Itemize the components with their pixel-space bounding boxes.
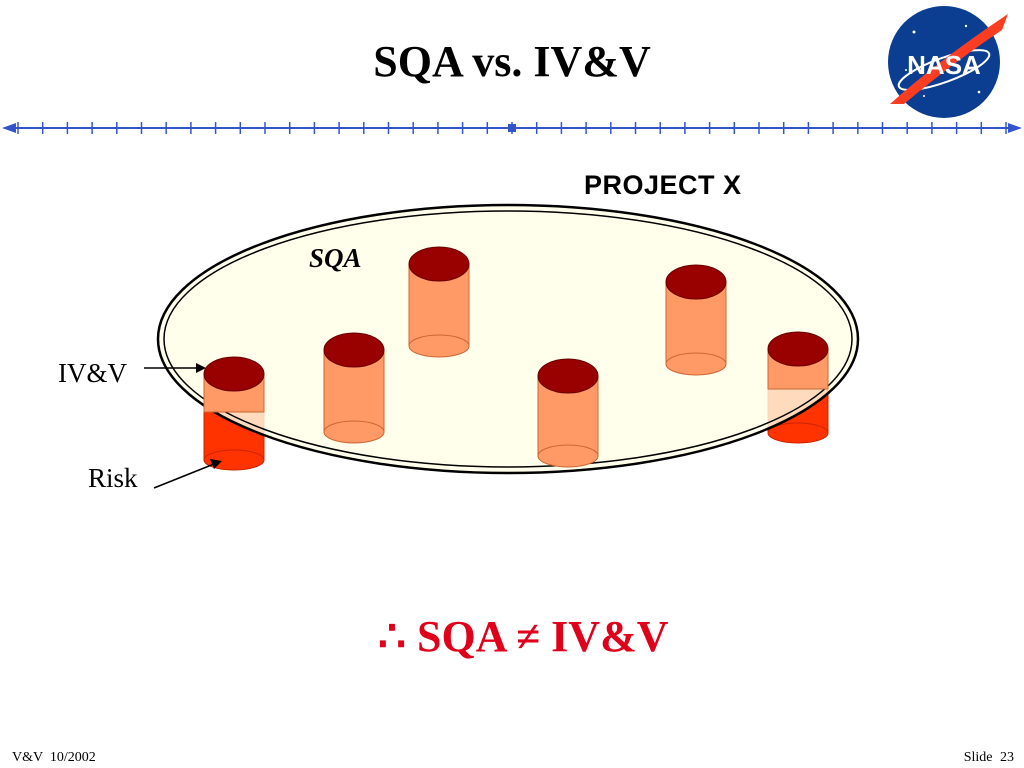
footer-date: V&V 10/2002	[12, 750, 96, 765]
footer-slide-value: 23	[1000, 750, 1014, 765]
project-x-label: PROJECT X	[584, 170, 742, 200]
nasa-logo: NASA	[888, 6, 1008, 118]
cylinder-sqa-3	[537, 358, 599, 468]
conclusion-statement: ∴ SQA ≠ IV&V	[378, 612, 669, 661]
sqa-label: SQA	[309, 243, 362, 273]
star-icon	[912, 30, 916, 34]
ivv-label: IV&V	[58, 358, 127, 388]
cylinder-ivv-left-top	[203, 356, 265, 413]
project-x-ellipse	[156, 203, 860, 475]
red-chevron-icon	[890, 14, 1008, 104]
slide-title: SQA vs. IV&V	[373, 37, 651, 86]
cylinder-sqa-2	[323, 332, 385, 444]
cylinder-sqa-4	[665, 264, 727, 376]
risk-callout-arrow	[153, 459, 222, 489]
title-divider-ruler	[2, 122, 1022, 134]
arrow-left-icon	[2, 123, 16, 133]
cylinder-ivv-right-top	[767, 331, 829, 390]
footer-slide-prefix: Slide	[963, 750, 993, 765]
footer-slide-number: Slide 23	[964, 750, 1014, 766]
cylinder-sqa-1	[408, 246, 470, 358]
svg-text:NASA: NASA	[907, 50, 981, 80]
ivv-callout-arrow	[144, 363, 206, 373]
risk-label: Risk	[88, 463, 138, 493]
arrow-right-icon	[1008, 123, 1022, 133]
